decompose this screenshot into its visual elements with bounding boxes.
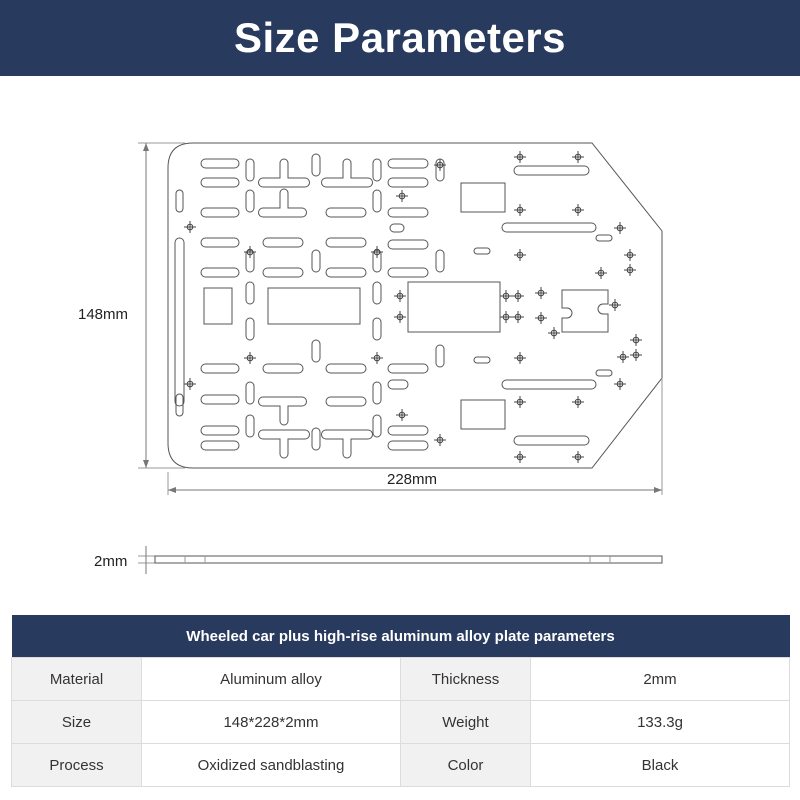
small-slot bbox=[473, 247, 491, 255]
title-banner: Size Parameters bbox=[0, 0, 800, 76]
table-row: Size 148*228*2mm Weight 133.3g bbox=[11, 700, 791, 744]
long-vertical-slot bbox=[174, 237, 185, 407]
mounting-hole bbox=[514, 396, 526, 408]
thickness-dimension-label: 2mm bbox=[92, 553, 130, 570]
technical-drawing: 148mm 228mm 2mm bbox=[0, 76, 800, 606]
mounting-hole bbox=[396, 409, 408, 421]
slot bbox=[175, 393, 184, 417]
mounting-hole bbox=[514, 249, 526, 261]
slot bbox=[175, 189, 184, 213]
param-value: 148*228*2mm bbox=[141, 700, 401, 744]
mounting-hole bbox=[244, 352, 256, 364]
mounting-hole bbox=[624, 264, 636, 276]
param-key: Material bbox=[11, 657, 142, 701]
mounting-hole bbox=[614, 378, 626, 390]
mounting-holes bbox=[184, 151, 642, 463]
mounting-hole bbox=[371, 246, 383, 258]
mounting-hole bbox=[595, 267, 607, 279]
table-row: Material Aluminum alloy Thickness 2mm bbox=[11, 657, 791, 701]
mounting-hole bbox=[548, 327, 560, 339]
rect-window-left bbox=[203, 287, 233, 325]
mounting-hole bbox=[394, 311, 406, 323]
param-value: Aluminum alloy bbox=[141, 657, 401, 701]
mounting-hole bbox=[371, 352, 383, 364]
table-row: Process Oxidized sandblasting Color Blac… bbox=[11, 743, 791, 787]
mounting-hole bbox=[572, 151, 584, 163]
parameters-table: Wheeled car plus high-rise aluminum allo… bbox=[11, 615, 791, 787]
mounting-hole bbox=[512, 311, 524, 323]
mounting-hole bbox=[572, 396, 584, 408]
width-dimension-label: 228mm bbox=[385, 471, 440, 488]
slot-column-left bbox=[200, 158, 240, 451]
slot-column-middle bbox=[262, 158, 429, 451]
mounting-hole bbox=[244, 246, 256, 258]
mounting-hole bbox=[514, 451, 526, 463]
plate-side-profile bbox=[154, 555, 663, 564]
mounting-hole bbox=[396, 190, 408, 202]
mounting-hole bbox=[514, 352, 526, 364]
param-value: 2mm bbox=[529, 657, 791, 701]
param-key: Weight bbox=[400, 700, 531, 744]
t-slots bbox=[258, 158, 373, 459]
mounting-hole bbox=[514, 204, 526, 216]
small-slot bbox=[473, 356, 491, 364]
param-key: Size bbox=[11, 700, 142, 744]
mounting-hole bbox=[624, 249, 636, 261]
long-horizontal-slots bbox=[501, 165, 613, 446]
mounting-hole bbox=[630, 349, 642, 361]
mounting-hole bbox=[572, 451, 584, 463]
vertical-slots bbox=[245, 153, 445, 451]
rect-window-right bbox=[407, 281, 501, 333]
mounting-hole bbox=[500, 311, 512, 323]
mounting-hole bbox=[434, 159, 446, 171]
mounting-hole bbox=[512, 290, 524, 302]
plate-outline bbox=[167, 142, 663, 469]
mounting-hole bbox=[614, 222, 626, 234]
mounting-hole bbox=[394, 290, 406, 302]
height-dimension-label: 148mm bbox=[76, 306, 131, 323]
mounting-hole bbox=[184, 378, 196, 390]
mounting-hole bbox=[514, 151, 526, 163]
mounting-hole bbox=[609, 299, 621, 311]
rect-cutout-top bbox=[460, 182, 506, 213]
rect-window-center bbox=[267, 287, 361, 325]
param-key: Process bbox=[11, 743, 142, 787]
mounting-hole bbox=[500, 290, 512, 302]
param-value: Oxidized sandblasting bbox=[141, 743, 401, 787]
mounting-hole bbox=[434, 434, 446, 446]
table-header: Wheeled car plus high-rise aluminum allo… bbox=[11, 615, 790, 658]
mounting-hole bbox=[572, 204, 584, 216]
notched-rect-cutout bbox=[561, 289, 609, 333]
param-key: Thickness bbox=[400, 657, 531, 701]
mounting-hole bbox=[184, 221, 196, 233]
param-value: Black bbox=[529, 743, 791, 787]
param-key: Color bbox=[400, 743, 531, 787]
mounting-hole bbox=[630, 334, 642, 346]
param-value: 133.3g bbox=[529, 700, 791, 744]
mounting-hole bbox=[535, 312, 547, 324]
mounting-hole bbox=[535, 287, 547, 299]
mounting-hole bbox=[617, 351, 629, 363]
plate-drawing bbox=[138, 142, 663, 574]
page-title: Size Parameters bbox=[233, 14, 567, 61]
rect-cutout-bottom bbox=[460, 399, 506, 430]
